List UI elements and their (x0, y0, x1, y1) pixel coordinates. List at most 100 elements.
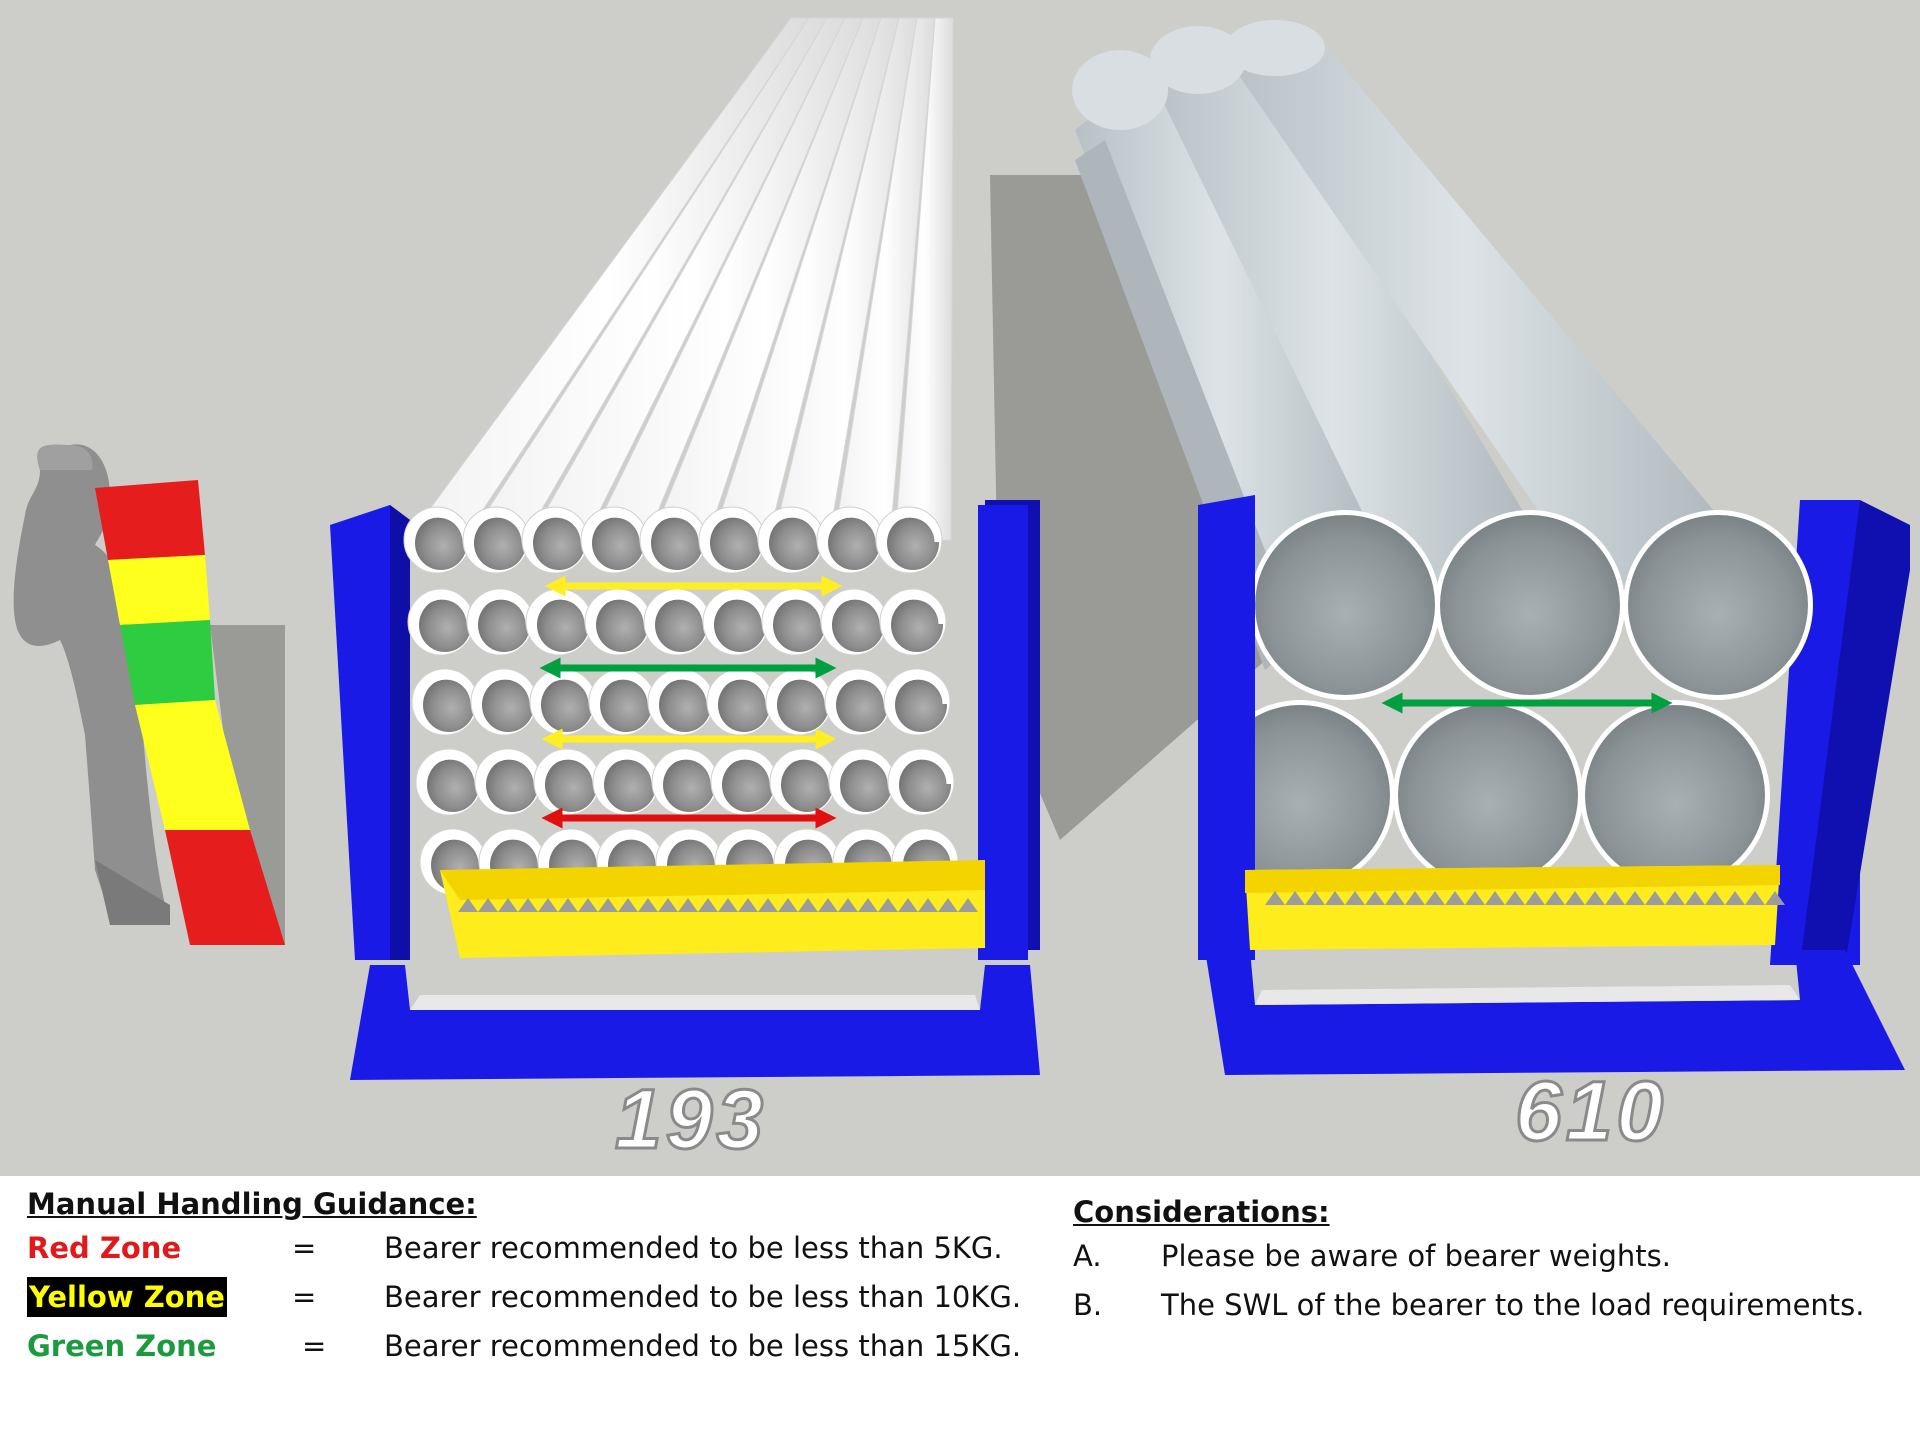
human-figure (13, 444, 170, 925)
large-pipe-opening (1628, 515, 1808, 695)
large-pipe-end (1072, 50, 1168, 130)
tray-tooth (538, 898, 558, 912)
tray-tooth (618, 898, 638, 912)
tray-tooth (698, 898, 718, 912)
tray-teeth (458, 898, 978, 912)
frame-base (1255, 985, 1800, 1005)
small-pipe-opening (892, 674, 948, 705)
large-pipe-opening (1398, 705, 1578, 885)
small-pipe-opening (722, 758, 774, 812)
small-pipe-opening (884, 512, 940, 543)
consideration-letter: A. (1073, 1239, 1102, 1273)
small-pipe-opening (533, 516, 585, 570)
small-pipe-opening (478, 598, 530, 652)
small-pipe-opening (541, 678, 593, 732)
small-pipe-opening (773, 598, 825, 652)
small-pipe-opening (427, 758, 479, 812)
tray-tooth (1305, 891, 1325, 905)
tray-tooth (818, 898, 838, 912)
equals-sign: = (292, 1280, 317, 1314)
small-pipe-opening (592, 516, 644, 570)
small-pipe-opening (482, 678, 534, 732)
large-pipe (1075, 60, 1400, 640)
tray-tooth (718, 898, 738, 912)
tray-tooth (598, 898, 618, 912)
tray-tooth (1665, 891, 1685, 905)
tray-tooth (958, 898, 978, 912)
large-pipe-opening (1255, 515, 1435, 695)
tray-tooth (498, 898, 518, 912)
tray-tooth (518, 898, 538, 912)
tray-tooth (1345, 891, 1365, 905)
bearer-tray (1245, 865, 1780, 893)
tray-tooth (1265, 891, 1285, 905)
zone-name: Yellow Zone (27, 1277, 227, 1317)
small-pipe-opening (781, 758, 833, 812)
zone-description: Bearer recommended to be less than 5KG. (384, 1231, 1003, 1265)
small-pipe-opening (840, 758, 892, 812)
frame-post (978, 505, 1028, 960)
tray-tooth (798, 898, 818, 912)
bearer-193 (330, 17, 1040, 1080)
figure-shadow (210, 625, 285, 945)
tray-tooth (1565, 891, 1585, 905)
consideration-text: The SWL of the bearer to the load requir… (1161, 1288, 1865, 1322)
tray-tooth (918, 898, 938, 912)
tray-tooth (1545, 891, 1565, 905)
tray-tooth (938, 898, 958, 912)
small-pipe-opening (899, 758, 951, 812)
tray-tooth (1705, 891, 1725, 905)
small-pipe-opening (596, 598, 648, 652)
bearer-label-610: 610 (1515, 1064, 1667, 1158)
tray-tooth (1505, 891, 1525, 905)
tray-teeth (1265, 891, 1785, 905)
small-pipe-opening (900, 834, 956, 865)
frame-post (1800, 500, 1910, 965)
red-zone (95, 480, 205, 560)
tray-tooth (678, 898, 698, 912)
consideration-letter: B. (1073, 1288, 1103, 1322)
small-pipe-opening (419, 598, 471, 652)
tray-tooth (1585, 891, 1605, 905)
frame-base (410, 995, 980, 1010)
equals-sign: = (292, 1231, 317, 1265)
frame-post (390, 505, 410, 960)
tray-tooth (1765, 891, 1785, 905)
red-zone (165, 830, 285, 945)
tray-tooth (658, 898, 678, 912)
bearer-label-193: 193 (615, 1072, 767, 1166)
tray-tooth (1325, 891, 1345, 905)
small-pipe-opening (887, 516, 939, 570)
tray-tooth (558, 898, 578, 912)
small-pipe-opening (659, 678, 711, 732)
tray-tooth (898, 898, 918, 912)
tray-tooth (1645, 891, 1665, 905)
tray-tooth (578, 898, 598, 912)
small-pipe-opening (777, 678, 829, 732)
small-pipe-opening (415, 516, 467, 570)
large-pipe-end (1150, 26, 1246, 94)
tray-tooth (478, 898, 498, 912)
tray-tooth (1425, 891, 1445, 905)
small-pipe-opening (718, 678, 770, 732)
tray-tooth (1385, 891, 1405, 905)
yellow-zone (135, 700, 250, 830)
tray-tooth (1445, 891, 1465, 905)
zone-name: Red Zone (27, 1231, 182, 1265)
tray-tooth (1485, 891, 1505, 905)
tray-tooth (1745, 891, 1765, 905)
small-pipe-opening (888, 594, 944, 625)
consideration-item: A. Please be aware of bearer weights. (1073, 1236, 1913, 1276)
small-pipe-opening (423, 678, 475, 732)
bearer-610 (1072, 20, 1910, 1075)
consideration-item: B. The SWL of the bearer to the load req… (1073, 1285, 1913, 1325)
small-pipe-opening (537, 598, 589, 652)
small-pipe-opening (655, 598, 707, 652)
small-pipe-opening (895, 678, 947, 732)
frame-base (1205, 950, 1905, 1075)
small-pipe-opening (828, 516, 880, 570)
small-pipe-opening (474, 516, 526, 570)
tray-tooth (1365, 891, 1385, 905)
small-pipe-opening (651, 516, 703, 570)
legend-panel: Manual Handling Guidance: Red Zone = Bea… (0, 1176, 1920, 1440)
